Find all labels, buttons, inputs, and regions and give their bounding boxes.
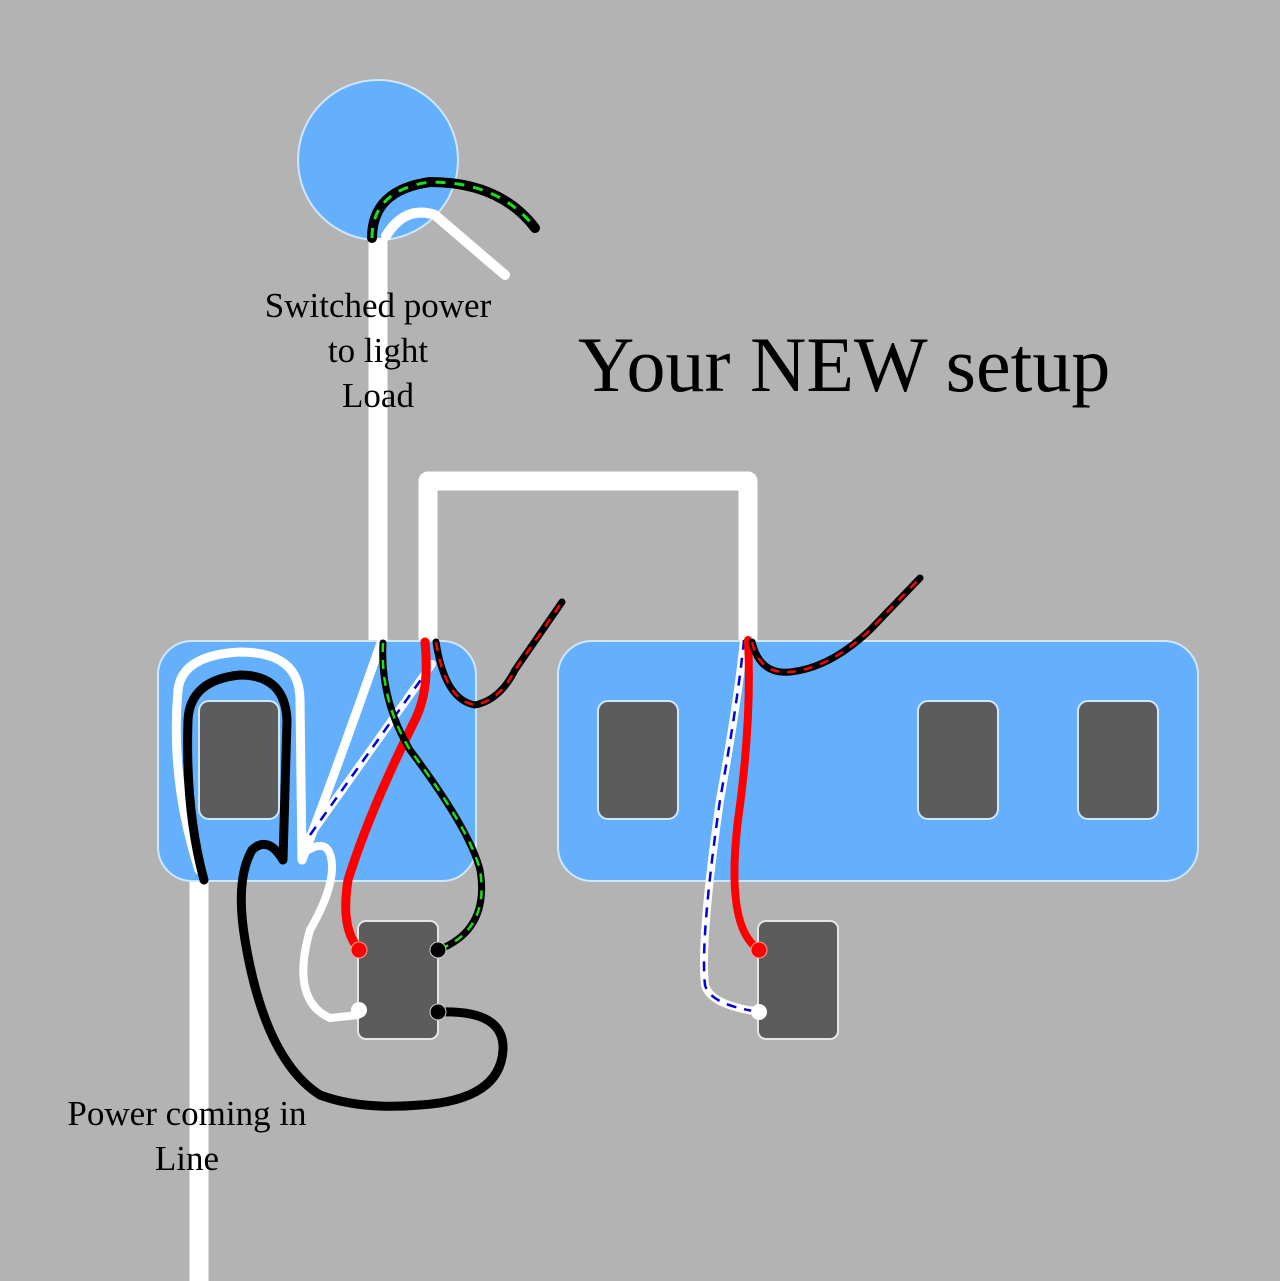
load-label: Switched power to light Load bbox=[240, 283, 516, 418]
diagram-title: Your NEW setup bbox=[578, 321, 1111, 408]
wire-light-white bbox=[381, 207, 510, 280]
wire-left-black-red-stripe bbox=[434, 601, 564, 707]
load-label-line-2: to light bbox=[327, 331, 429, 370]
load-label-line-3: Load bbox=[342, 376, 414, 415]
right-box-device-3 bbox=[1077, 700, 1159, 820]
right-switch bbox=[757, 920, 839, 1040]
wire-left-white-to-switch bbox=[299, 841, 362, 1023]
wire-right-white-blue-stripe bbox=[702, 639, 761, 1014]
load-label-line-1: Switched power bbox=[264, 286, 492, 325]
left-switch-terminal-black-top bbox=[429, 941, 447, 959]
cable-between-boxes bbox=[418, 471, 758, 645]
left-switch-terminal-white bbox=[351, 1002, 367, 1018]
line-label-line-2: Line bbox=[154, 1139, 220, 1178]
right-box-device-2 bbox=[917, 700, 999, 820]
right-box-device-1 bbox=[597, 700, 679, 820]
wire-left-red bbox=[341, 637, 431, 955]
right-switch-terminal-white bbox=[751, 1004, 767, 1020]
left-switch bbox=[357, 920, 439, 1040]
line-label-line-1: Power coming in bbox=[67, 1094, 307, 1133]
right-switch-terminal-red bbox=[750, 941, 768, 959]
wire-right-black-red-stripe bbox=[750, 577, 921, 674]
wire-left-white-blue bbox=[304, 660, 436, 842]
left-box-device bbox=[198, 700, 280, 820]
wire-left-white-loop bbox=[171, 635, 387, 875]
wire-left-black-green-stripe bbox=[381, 642, 483, 952]
left-switch-terminal-black-bottom bbox=[429, 1003, 447, 1021]
line-label: Power coming in Line bbox=[40, 1091, 334, 1181]
wire-right-red bbox=[730, 636, 764, 954]
wire-light-black-stripe bbox=[370, 180, 537, 239]
left-switch-terminal-red bbox=[350, 941, 368, 959]
wire-left-black-loop bbox=[183, 670, 508, 1111]
